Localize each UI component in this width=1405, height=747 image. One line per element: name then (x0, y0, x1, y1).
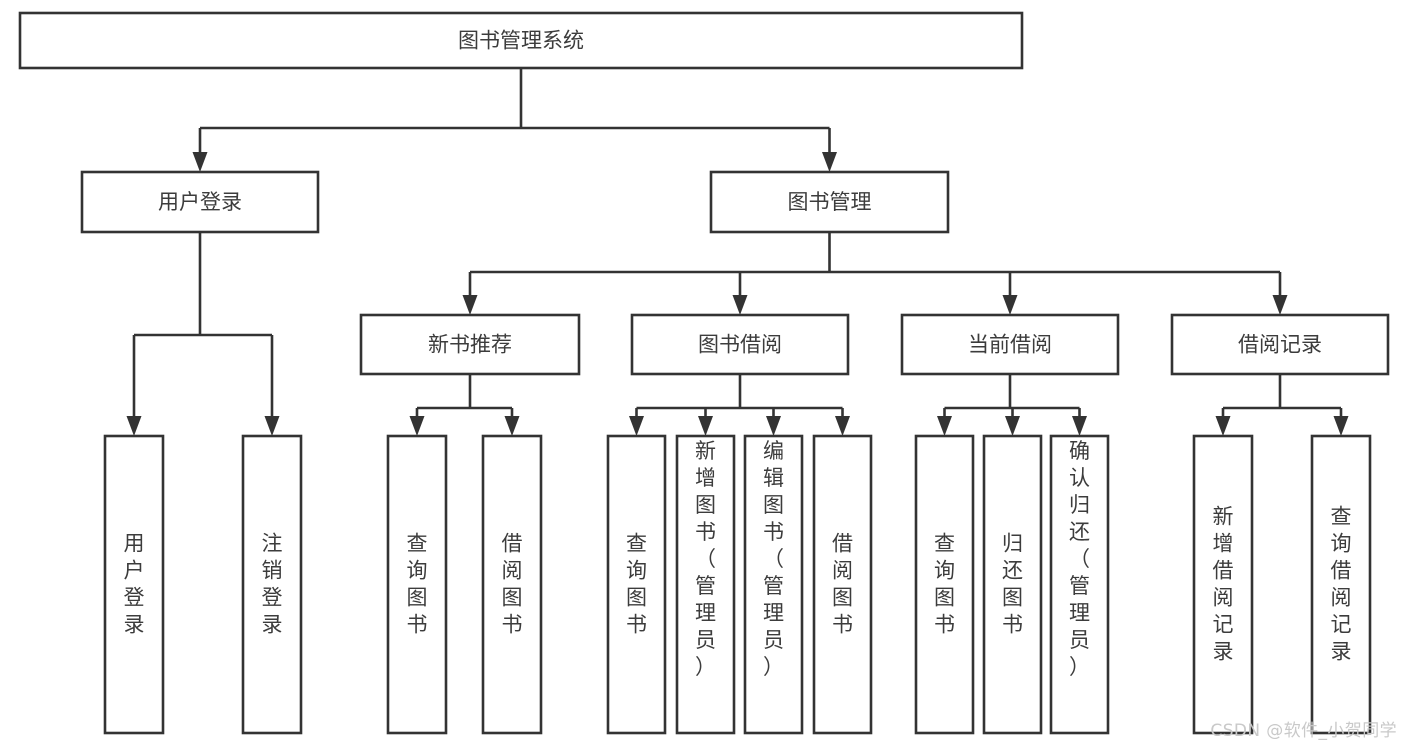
node-new-book-recommend[interactable]: 新书推荐 (359, 313, 581, 376)
connector-bookmgmt-to-level2 (462, 232, 1288, 315)
node-leaf-borrow-book-1[interactable]: 借阅图书 (481, 434, 543, 735)
connector-current-to-leaves (937, 374, 1087, 436)
node-label: 新增图书（管理员） (695, 439, 716, 679)
node-label: 借阅图书 (502, 532, 523, 637)
node-leaf-confirm-return[interactable]: 确认归还（管理员） (1049, 434, 1110, 735)
node-book-borrow[interactable]: 图书借阅 (630, 313, 850, 376)
node-leaf-logout[interactable]: 注销登录 (241, 434, 303, 735)
node-current-borrow[interactable]: 当前借阅 (900, 313, 1120, 376)
node-borrow-record[interactable]: 借阅记录 (1170, 313, 1390, 376)
node-leaf-query-book-2[interactable]: 查询图书 (606, 434, 667, 735)
node-book-management[interactable]: 图书管理 (709, 170, 950, 234)
connector-recommend-to-leaves (409, 374, 520, 436)
node-leaf-query-book-3[interactable]: 查询图书 (914, 434, 975, 735)
node-label: 编辑图书（管理员） (763, 439, 784, 679)
node-leaf-query-book-1[interactable]: 查询图书 (386, 434, 448, 735)
node-user-login[interactable]: 用户登录 (80, 170, 320, 234)
node-label: 注销登录 (262, 532, 283, 637)
node-leaf-query-record[interactable]: 查询借阅记录 (1310, 434, 1372, 735)
node-layer: 图书管理系统用户登录图书管理新书推荐图书借阅当前借阅借阅记录用户登录注销登录查询… (18, 11, 1390, 735)
node-label: 查询图书 (407, 532, 428, 637)
node-leaf-edit-book[interactable]: 编辑图书（管理员） (743, 434, 804, 735)
node-leaf-add-book[interactable]: 新增图书（管理员） (675, 434, 736, 735)
node-label: 查询图书 (626, 532, 647, 637)
connector-record-to-leaves (1215, 374, 1349, 436)
node-label: 新增借阅记录 (1213, 505, 1234, 664)
node-label: 归还图书 (1002, 532, 1023, 637)
connector-borrow-to-leaves (629, 374, 850, 436)
node-label: 用户登录 (158, 190, 242, 214)
node-label: 查询图书 (934, 532, 955, 637)
node-leaf-return-book[interactable]: 归还图书 (982, 434, 1043, 735)
node-label: 图书管理 (788, 190, 872, 214)
node-label: 新书推荐 (428, 333, 512, 357)
node-label: 确认归还（管理员） (1069, 439, 1090, 679)
node-label: 借阅图书 (832, 532, 853, 637)
node-leaf-borrow-book-2[interactable]: 借阅图书 (812, 434, 873, 735)
node-leaf-user-login[interactable]: 用户登录 (103, 434, 165, 735)
node-label: 借阅记录 (1238, 333, 1322, 357)
node-label: 当前借阅 (968, 333, 1052, 357)
connector-root-to-level1 (192, 68, 837, 172)
node-leaf-add-record[interactable]: 新增借阅记录 (1192, 434, 1254, 735)
node-label: 图书借阅 (698, 333, 782, 357)
node-root[interactable]: 图书管理系统 (18, 11, 1024, 70)
node-label: 查询借阅记录 (1331, 505, 1352, 664)
csdn-watermark: CSDN @软件_小贺同学 (1210, 721, 1397, 741)
node-label: 图书管理系统 (458, 29, 584, 53)
connector-layer (126, 68, 1349, 436)
connector-userlogin-to-leaves (126, 232, 280, 436)
node-label: 用户登录 (124, 532, 145, 637)
